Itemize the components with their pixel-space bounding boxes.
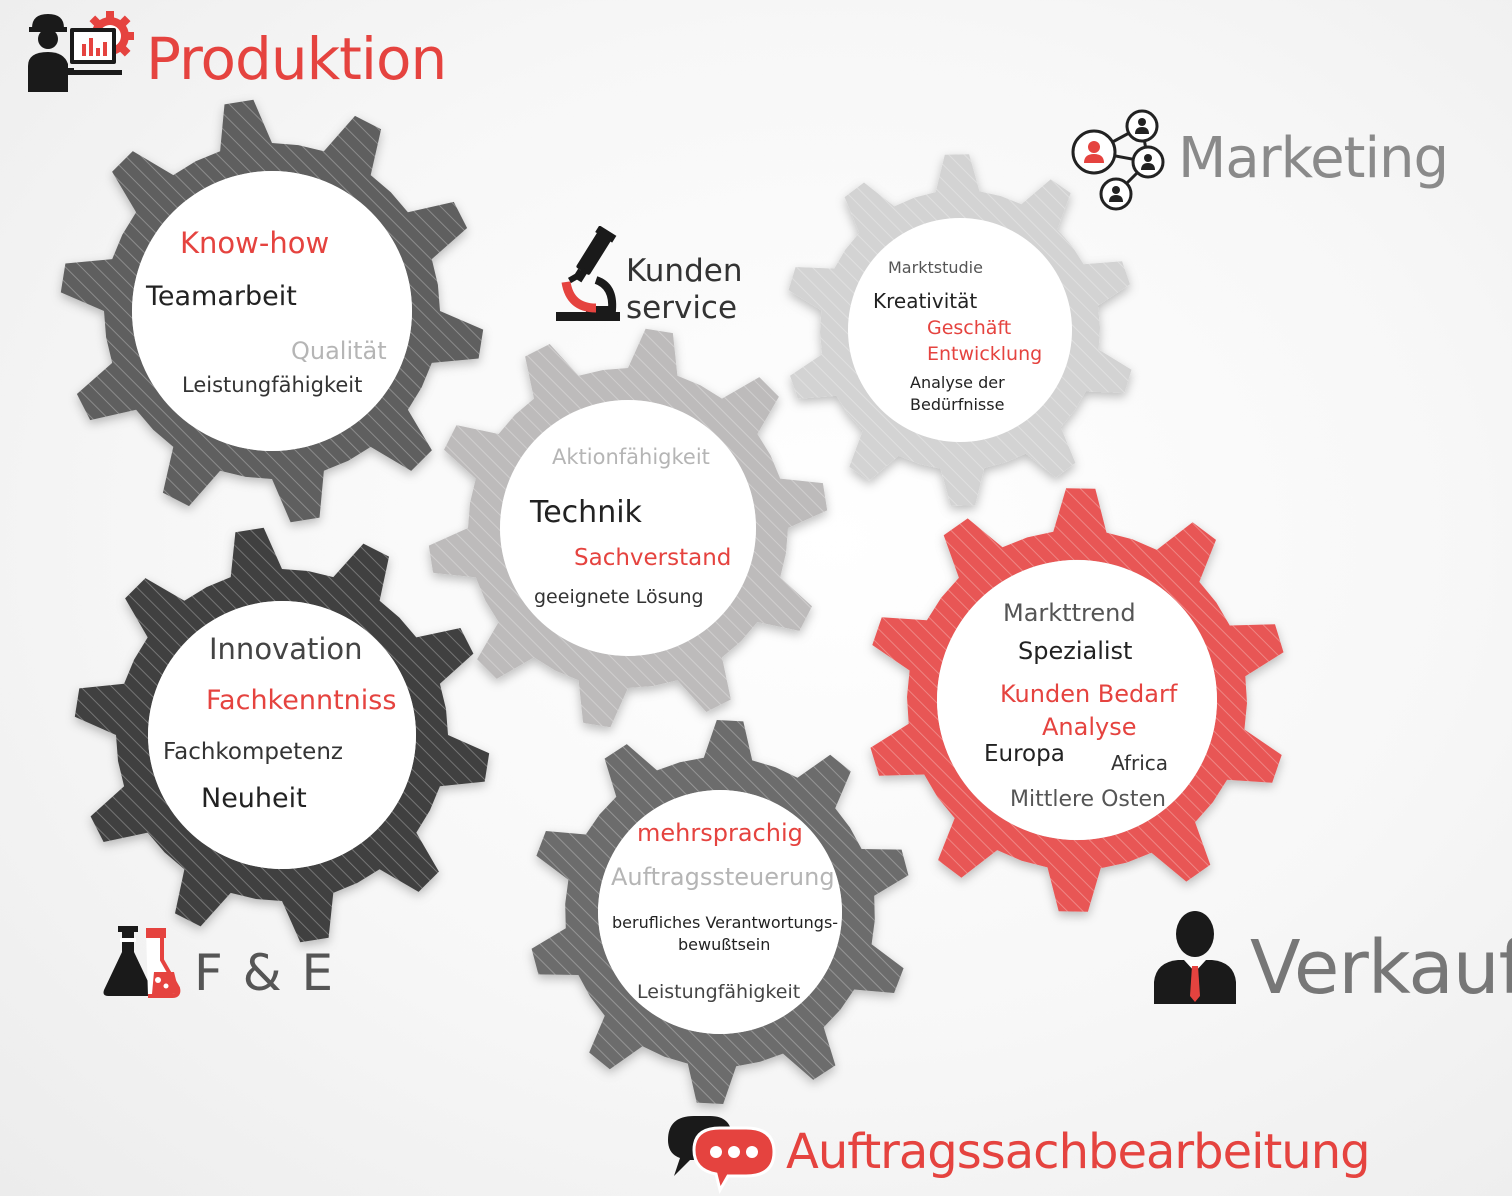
gear-fe-center xyxy=(148,601,416,869)
gear-verkauf-markttrend: Markttrend xyxy=(1003,599,1136,627)
gear-verkauf-spezialist: Spezialist xyxy=(1018,637,1133,665)
engineer-computer-icon xyxy=(28,11,134,92)
gear-marketing xyxy=(788,154,1132,506)
microscope-icon xyxy=(556,226,620,321)
gear-produktion-leistung: Leistungfähigkeit xyxy=(182,373,363,397)
gear-auftrag-steuerung: Auftragssteuerung xyxy=(611,863,835,891)
businessman-icon xyxy=(1154,911,1236,1004)
title-auftrag: Auftragssachbearbeitung xyxy=(786,1124,1371,1180)
gear-auftrag-mehrsprachig: mehrsprachig xyxy=(637,819,803,847)
network-people-icon xyxy=(1071,109,1165,211)
title-kundenservice-line1: Kunden xyxy=(626,253,743,289)
gear-marketing-marktstudie: Marktstudie xyxy=(888,258,983,277)
gear-auftrag xyxy=(531,720,909,1104)
title-marketing: Marketing xyxy=(1178,126,1449,191)
gear-auftrag-center xyxy=(598,790,842,1034)
gear-marketing-beduerfnisse: Bedürfnisse xyxy=(910,395,1005,414)
gear-marketing-kreativitaet: Kreativität xyxy=(873,289,978,313)
title-verkauf: Verkauf xyxy=(1250,925,1512,1011)
gear-verkauf-europa: Europa xyxy=(984,741,1065,767)
gear-auftrag-bewusstsein: bewußtsein xyxy=(678,935,771,954)
gear-fe-fachkenntniss: Fachkenntniss xyxy=(206,685,397,716)
gear-produktion-center xyxy=(132,171,412,451)
gear-verkauf-kunden-bedarf: Kunden Bedarf xyxy=(1000,680,1178,708)
gear-auftrag-leistung: Leistungfähigkeit xyxy=(637,981,801,1003)
title-produktion: Produktion xyxy=(146,25,447,93)
gear-verkauf-analyse: Analyse xyxy=(1042,713,1137,741)
chat-bubbles-icon xyxy=(668,1116,776,1194)
gear-kundenservice-sachverstand: Sachverstand xyxy=(574,545,732,571)
gear-verkauf xyxy=(870,488,1284,912)
gear-kundenservice xyxy=(428,328,828,728)
gear-fe xyxy=(74,527,490,943)
gear-produktion-qualitaet: Qualität xyxy=(291,337,387,365)
title-kundenservice-line2: service xyxy=(626,290,738,326)
gear-verkauf-mittlere-osten: Mittlere Osten xyxy=(1010,787,1166,812)
gear-marketing-analyse: Analyse der xyxy=(910,373,1005,392)
gear-kundenservice-technik: Technik xyxy=(530,495,642,530)
title-fe: F & E xyxy=(194,944,336,1002)
gear-marketing-center xyxy=(848,218,1072,442)
gear-produktion xyxy=(60,99,484,523)
gear-kundenservice-aktion: Aktionfähigkeit xyxy=(552,445,710,469)
gear-verkauf-hatch xyxy=(870,488,1284,912)
gear-kundenservice-center xyxy=(500,400,756,656)
lab-flasks-icon xyxy=(103,926,181,998)
gear-fe-innovation: Innovation xyxy=(209,632,363,666)
gear-marketing-entwicklung: Entwicklung xyxy=(927,343,1043,365)
gear-marketing-hatch xyxy=(788,154,1132,506)
gear-produktion-hatch xyxy=(60,99,484,523)
gear-auftrag-hatch xyxy=(531,720,909,1104)
gear-auftrag-verantwortung: berufliches Verantwortungs- xyxy=(612,913,839,932)
gear-kundenservice-loesung: geeignete Lösung xyxy=(534,586,704,608)
gear-produktion-teamarbeit: Teamarbeit xyxy=(146,281,297,312)
gear-fe-hatch xyxy=(74,527,490,943)
gear-produktion-know-how: Know-how xyxy=(180,226,330,260)
gear-verkauf-africa: Africa xyxy=(1111,751,1169,775)
gear-marketing-geschaeft: Geschäft xyxy=(927,317,1012,339)
gear-fe-fachkompetenz: Fachkompetenz xyxy=(163,739,343,765)
gear-fe-neuheit: Neuheit xyxy=(201,783,307,814)
gear-kundenservice-hatch xyxy=(428,328,828,728)
gear-verkauf-center xyxy=(937,560,1217,840)
